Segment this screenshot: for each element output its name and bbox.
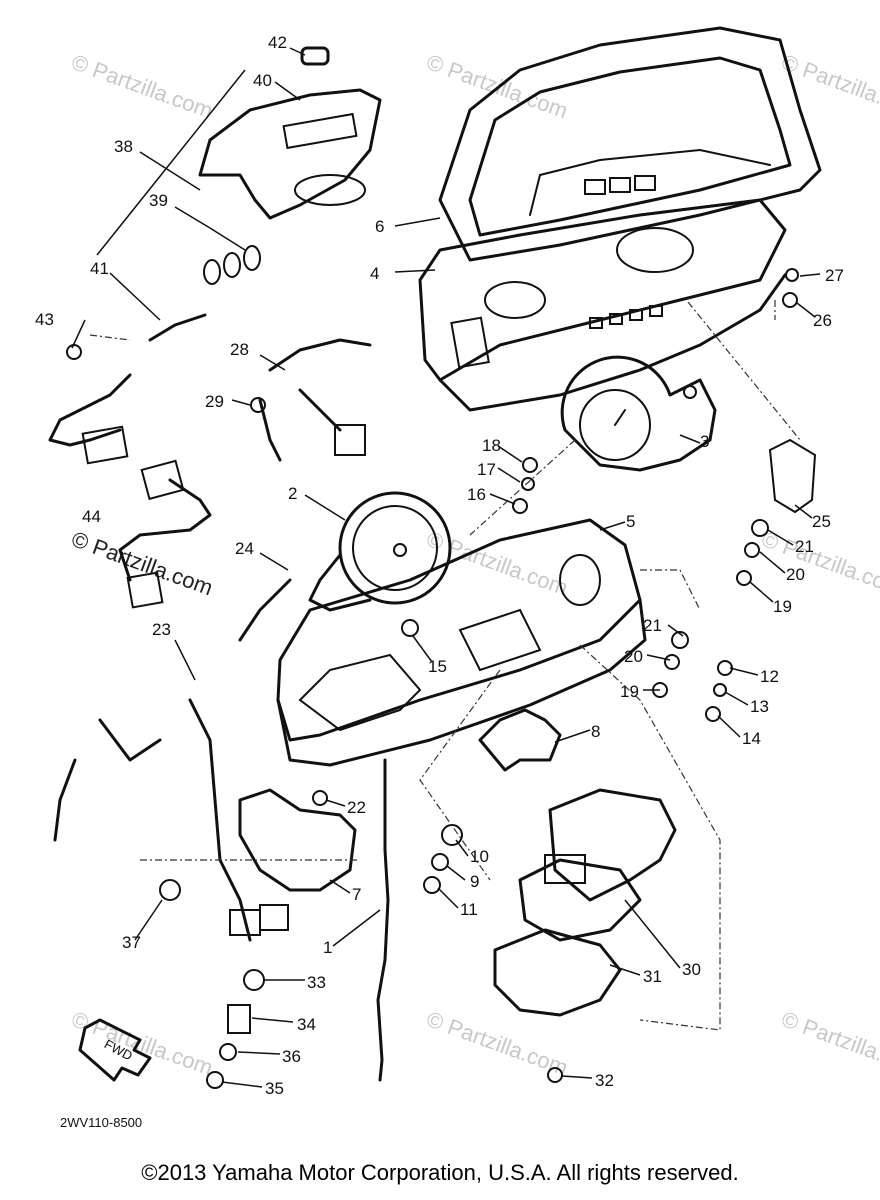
watermark: © Partzilla.com bbox=[758, 526, 880, 600]
watermark-layer: © Partzilla.com © Partzilla.com © Partzi… bbox=[68, 49, 880, 1080]
meter-visor bbox=[438, 26, 822, 262]
copyright-notice: ©2013 Yamaha Motor Corporation, U.S.A. A… bbox=[141, 1160, 739, 1185]
callout-35: 35 bbox=[265, 1079, 284, 1098]
callout-25: 25 bbox=[812, 512, 831, 531]
callout-4: 4 bbox=[370, 264, 379, 283]
callout-34: 34 bbox=[297, 1015, 316, 1034]
tachometer bbox=[560, 355, 717, 472]
stay-bracket bbox=[478, 708, 562, 772]
callout-42: 42 bbox=[268, 33, 287, 52]
socket-holder bbox=[493, 928, 622, 1017]
callout-37: 37 bbox=[122, 933, 141, 952]
speedometer-cable bbox=[376, 758, 390, 1082]
callout-16: 16 bbox=[467, 485, 486, 504]
diagram-code: 2WV110-8500 bbox=[60, 1115, 142, 1130]
speedometer bbox=[308, 491, 452, 612]
callout-30: 30 bbox=[682, 960, 701, 979]
callout-19a: 19 bbox=[773, 597, 792, 616]
meter-bracket bbox=[238, 788, 357, 892]
bulbs bbox=[203, 245, 261, 285]
lens-cap bbox=[300, 46, 330, 66]
indicator-unit bbox=[518, 788, 677, 942]
callout-10: 10 bbox=[470, 847, 489, 866]
small-parts bbox=[66, 268, 817, 1089]
sub-harness bbox=[118, 478, 212, 582]
callout-17: 17 bbox=[477, 460, 496, 479]
callout-21a: 21 bbox=[795, 537, 814, 556]
watermark: © Partzilla.com bbox=[778, 1006, 880, 1080]
callout-33: 33 bbox=[307, 973, 326, 992]
callout-28: 28 bbox=[230, 340, 249, 359]
watermark: © Partzilla.com bbox=[68, 49, 216, 123]
callout-1: 1 bbox=[323, 938, 332, 957]
callout-29: 29 bbox=[205, 392, 224, 411]
callout-36: 36 bbox=[282, 1047, 301, 1066]
socket-cord-28 bbox=[258, 338, 372, 462]
callout-11: 11 bbox=[460, 900, 478, 919]
guide-lines bbox=[89, 300, 801, 1031]
callout-27: 27 bbox=[825, 266, 844, 285]
callout-20a: 20 bbox=[786, 565, 805, 584]
callout-12: 12 bbox=[760, 667, 779, 686]
callout-14: 14 bbox=[742, 729, 761, 748]
callout-13: 13 bbox=[750, 697, 769, 716]
callout-21b: 21 bbox=[643, 616, 662, 635]
callout-2: 2 bbox=[288, 484, 297, 503]
callout-38: 38 bbox=[114, 137, 133, 156]
callout-7: 7 bbox=[352, 885, 361, 904]
meter-housing bbox=[418, 198, 787, 412]
callout-43: 43 bbox=[35, 310, 54, 329]
callout-5: 5 bbox=[626, 512, 635, 531]
callout-19b: 19 bbox=[620, 682, 639, 701]
callout-9: 9 bbox=[470, 872, 479, 891]
callout-32: 32 bbox=[595, 1071, 614, 1090]
callouts: 42 40 38 39 41 43 6 4 28 29 27 26 3 18 1… bbox=[35, 33, 844, 1098]
callout-44: 44 bbox=[82, 507, 101, 526]
callout-6: 6 bbox=[375, 217, 384, 236]
callout-leaders bbox=[71, 47, 821, 1088]
callout-39: 39 bbox=[149, 191, 168, 210]
callout-8: 8 bbox=[591, 722, 600, 741]
callout-3: 3 bbox=[700, 432, 709, 451]
callout-41: 41 bbox=[90, 259, 109, 278]
callout-22: 22 bbox=[347, 798, 366, 817]
callout-40: 40 bbox=[253, 71, 272, 90]
indicator-housing bbox=[198, 88, 382, 220]
socket-cord-41 bbox=[48, 313, 207, 447]
callout-20b: 20 bbox=[624, 647, 643, 666]
callout-15: 15 bbox=[428, 657, 447, 676]
callout-23: 23 bbox=[152, 620, 171, 639]
wire-harness bbox=[53, 578, 292, 942]
callout-24: 24 bbox=[235, 539, 254, 558]
callout-18: 18 bbox=[482, 436, 501, 455]
callout-26: 26 bbox=[813, 311, 832, 330]
meter-lower-case bbox=[276, 518, 647, 767]
watermark-dark: © Partzilla.com bbox=[68, 526, 216, 600]
watermark: © Partzilla.com bbox=[423, 1006, 571, 1080]
callout-31: 31 bbox=[643, 967, 662, 986]
